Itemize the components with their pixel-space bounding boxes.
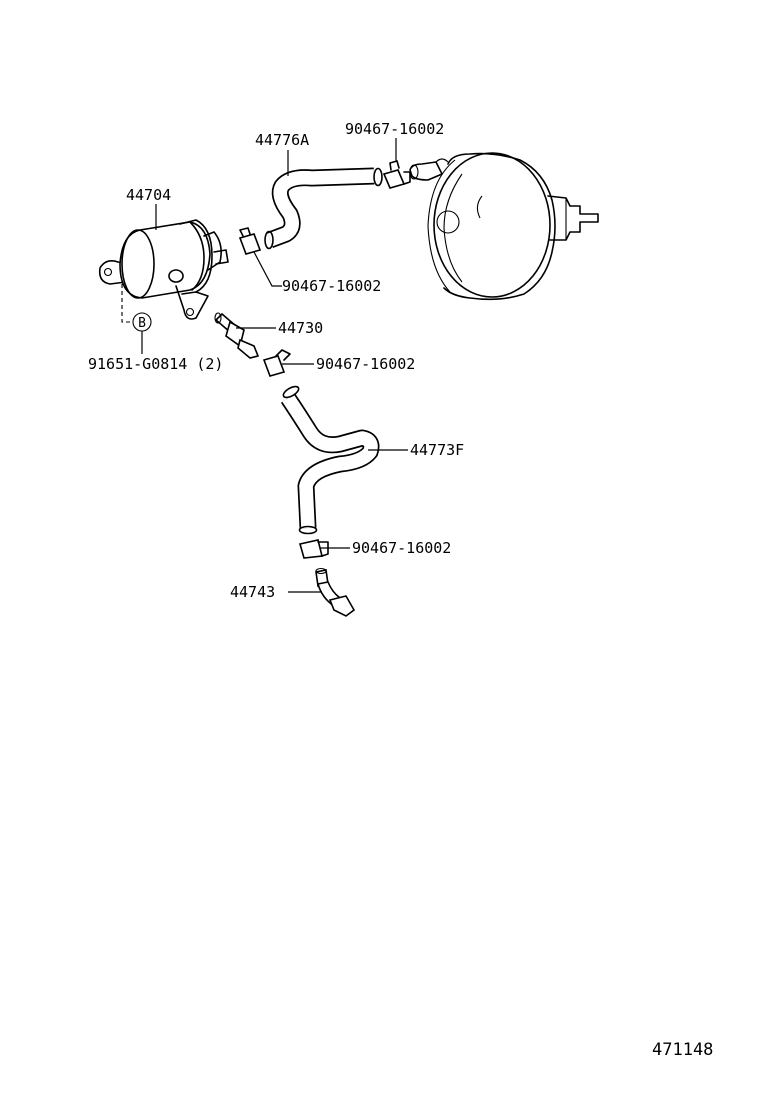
- label-clamp-bottom: 90467-16002: [352, 539, 451, 557]
- vacuum-canister: [98, 219, 229, 320]
- mount-marker: B: [132, 312, 152, 332]
- brake-booster: [409, 152, 599, 301]
- hose-clamp-top: [382, 160, 411, 189]
- hose-upper: [264, 167, 383, 250]
- label-canister: 44704: [126, 186, 171, 204]
- label-bolt: 91651-G0814 (2): [88, 355, 223, 373]
- label-clamp-top: 90467-16002: [345, 120, 444, 138]
- hose-clamp-mid-upper: [238, 227, 262, 255]
- label-clamp-mid-lower: 90467-16002: [316, 355, 415, 373]
- label-hose-lower: 44773F: [410, 441, 464, 459]
- label-clamp-mid-upper: 90467-16002: [282, 277, 381, 295]
- hose-clamp-bottom: [298, 539, 329, 559]
- diagram-code: 471148: [652, 1040, 713, 1060]
- label-hose-upper: 44776A: [255, 131, 309, 149]
- label-check-valve: 44730: [278, 319, 323, 337]
- leader-clamp-mid-upper: [253, 251, 282, 287]
- reference-line: [121, 284, 130, 323]
- label-union: 44743: [230, 583, 275, 601]
- union-fitting: [315, 567, 356, 617]
- check-valve: [214, 312, 260, 359]
- mount-marker-letter: B: [138, 316, 146, 331]
- hose-lower: [280, 385, 380, 535]
- hose-clamp-mid-lower: [262, 349, 291, 377]
